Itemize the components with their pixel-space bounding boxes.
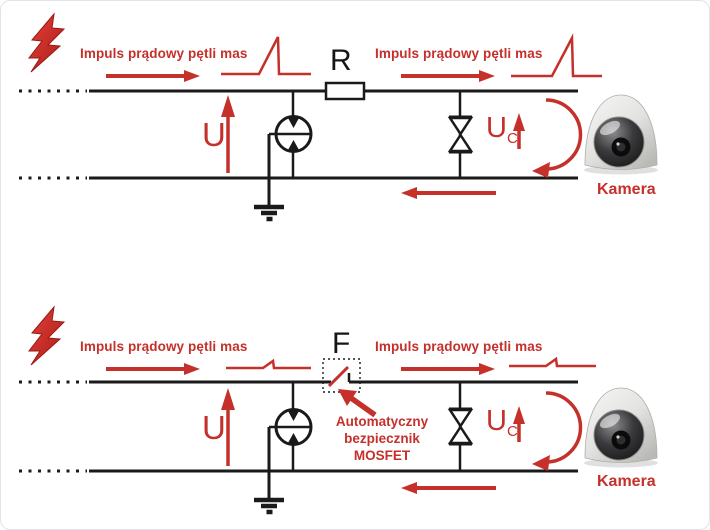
fuse-caption-line: Automatyczny <box>335 414 429 429</box>
lightning-icon <box>28 306 65 366</box>
return-flow-arrow <box>401 482 496 494</box>
ground-symbol <box>254 134 284 222</box>
spike-pulse-icon-right <box>511 33 602 78</box>
clamp-voltage-arrow <box>513 113 525 149</box>
camera-label: Kamera <box>597 181 656 198</box>
suppressed-pulse-icon-left <box>226 358 311 370</box>
clamp-voltage-label: UC <box>486 405 518 440</box>
fuse-pointer-arrow <box>338 389 377 418</box>
loop-current-arc <box>532 98 583 178</box>
tvs-diode-symbol <box>447 91 474 178</box>
flow-arrow-left <box>106 363 200 375</box>
top-diagram <box>19 13 659 222</box>
bottom-diagram <box>19 306 659 515</box>
impulse-label: Impuls prądowy pętli mas <box>375 46 543 61</box>
surge-annotations <box>106 356 596 494</box>
loop-voltage-arrow <box>221 388 235 466</box>
resistor-label: R <box>330 44 352 77</box>
fuse-caption: Automatyczny bezpiecznik MOSFET <box>327 413 437 464</box>
suppressed-pulse-icon-right <box>509 356 596 368</box>
current-source-symbol <box>269 382 313 471</box>
fuse-caption-line: MOSFET <box>353 448 411 463</box>
signal-rails <box>19 373 578 473</box>
fuse-caption-line: bezpiecznik <box>344 431 420 446</box>
ground-symbol <box>254 427 284 515</box>
loop-voltage-label: U <box>202 409 226 446</box>
spike-pulse-icon-left <box>221 36 311 76</box>
flow-arrow-right <box>401 363 495 375</box>
impulse-label: Impuls prądowy pętli mas <box>80 46 248 61</box>
return-flow-arrow <box>401 187 496 199</box>
camera-icon <box>583 94 659 175</box>
fuse-symbol <box>322 358 361 393</box>
fuse-label: F <box>332 327 351 360</box>
impulse-label: Impuls prądowy pętli mas <box>375 339 543 354</box>
loop-current-arc <box>532 391 583 471</box>
flow-arrow-right <box>401 70 495 82</box>
flow-arrow-left <box>106 70 200 82</box>
camera-icon <box>583 387 659 468</box>
impulse-label: Impuls prądowy pętli mas <box>80 339 248 354</box>
camera-label: Kamera <box>597 473 656 490</box>
loop-voltage-arrow <box>221 95 235 173</box>
resistor-symbol <box>324 81 366 101</box>
surge-annotations <box>106 33 602 199</box>
loop-voltage-label: U <box>202 116 226 153</box>
clamp-voltage-label: UC <box>486 112 518 147</box>
tvs-diode-symbol <box>447 382 474 471</box>
current-source-symbol <box>269 91 313 178</box>
clamp-voltage-arrow <box>513 406 525 442</box>
lightning-icon <box>28 13 65 73</box>
